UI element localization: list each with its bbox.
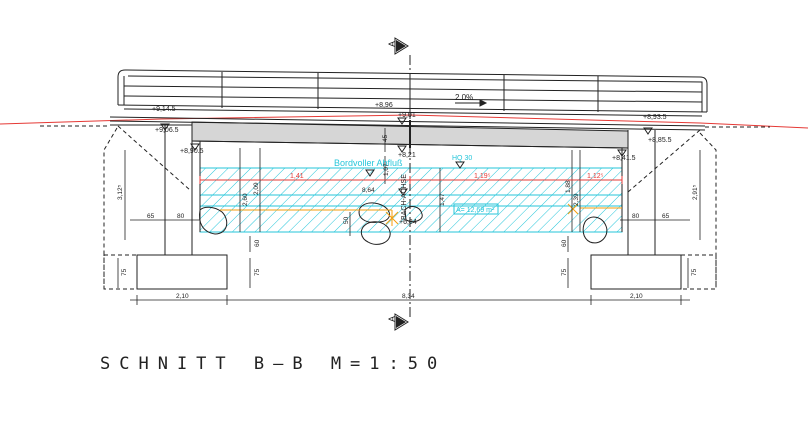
slope-arrow	[455, 99, 488, 107]
dim-right-abut-h2: 2,39	[573, 193, 580, 206]
level-right-bearing: +8,85.5	[648, 137, 672, 144]
level-triangles	[160, 117, 653, 196]
water-section	[199, 167, 623, 233]
water-label: Bordvoller Abfluß	[334, 158, 403, 168]
red-dim-left: 1,41	[290, 173, 304, 180]
level-right-lower: +8,41.5	[612, 155, 636, 162]
dim-right-65: 65	[662, 213, 670, 220]
dim-width-inner: 8,64	[362, 187, 375, 194]
railing	[117, 69, 708, 117]
dim-right-total: 2,91⁵	[692, 184, 699, 200]
channel-stones	[358, 202, 423, 245]
dim-left-65: 65	[147, 213, 155, 220]
dim-left-80: 80	[177, 213, 185, 220]
level-center-bed: +6,84	[399, 219, 417, 226]
dim-left-75b: 75	[254, 268, 261, 276]
dim-right-75b: 75	[691, 268, 698, 276]
dim-left-abut-h: 2,09	[253, 182, 260, 195]
dim-right-60: 60	[561, 239, 568, 247]
dim-orange-h: 50	[343, 216, 350, 224]
right-abutment	[582, 126, 770, 290]
dim-span-center: 8,34	[402, 293, 415, 300]
level-right-top: +8,93.5	[643, 114, 667, 121]
hq-label: HQ 30	[452, 155, 472, 162]
dimension-lines	[117, 128, 701, 305]
dim-left-abut-h2: 2,60	[242, 193, 249, 206]
left-abutment	[40, 124, 228, 290]
red-dim-right: 1,12⁵	[587, 173, 604, 180]
orange-dims	[220, 203, 622, 226]
section-marker-bottom	[394, 313, 409, 331]
dim-right-75: 75	[561, 268, 568, 276]
dim-right-abut-h: 1,88	[565, 180, 572, 193]
level-left-lower: +8,90.5	[180, 148, 204, 155]
level-left-deck: +9,14.5	[152, 106, 176, 113]
area-label: A= 12,69 m²	[456, 207, 495, 214]
dim-center-147: 1,47	[439, 193, 446, 206]
dim-left-total: 3,12⁵	[117, 184, 124, 200]
dim-span-left: 2,10	[176, 293, 189, 300]
section-label-top: A	[387, 41, 397, 47]
bridge-deck	[109, 116, 706, 149]
level-center-top: +8,96	[375, 102, 393, 109]
dim-left-75: 75	[121, 268, 128, 276]
section-marker-top	[394, 37, 409, 55]
dim-center-45: 45	[382, 134, 389, 142]
dim-span-right: 2,10	[630, 293, 643, 300]
slope-label: 2.0%	[455, 93, 473, 102]
area-label-box	[453, 203, 499, 215]
level-center-mid: +9,01	[398, 112, 416, 119]
red-dim-mid: 1,19⁵	[474, 173, 491, 180]
level-left-bearing: +9,06.5	[155, 127, 179, 134]
red-ticks	[199, 176, 623, 184]
section-label-bottom: A	[387, 316, 397, 322]
dim-center-107: 1,07	[383, 163, 390, 176]
dim-left-60: 60	[254, 239, 261, 247]
level-center-low: +8,21	[398, 152, 416, 159]
axis-label: BACH-ACHSE	[401, 174, 408, 220]
drawing-title: SCHNITT B–B M=1:50	[100, 354, 446, 374]
dim-right-80: 80	[632, 213, 640, 220]
